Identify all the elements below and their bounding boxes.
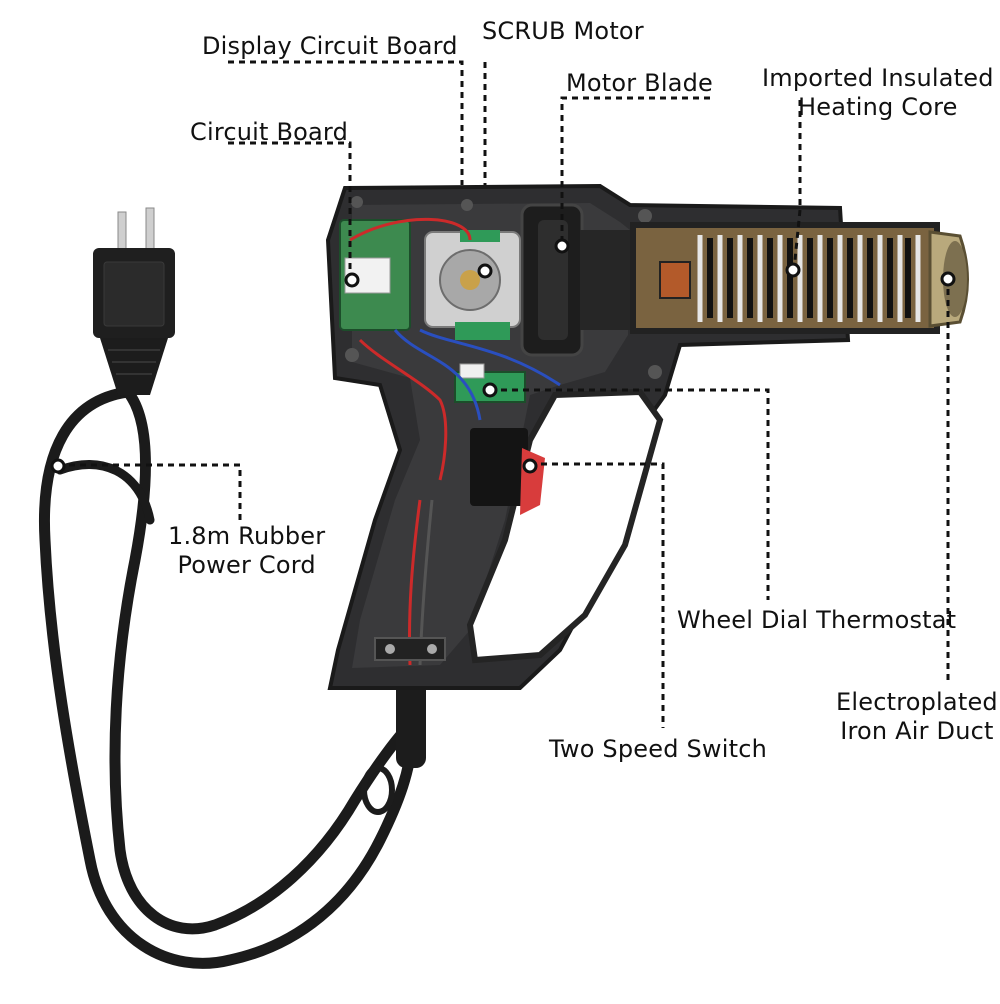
label-power-cord-line2: Power Cord xyxy=(177,551,316,579)
dot-power-cord xyxy=(50,458,66,474)
label-power-cord-line1: 1.8m Rubber xyxy=(168,522,326,550)
leader-thermostat xyxy=(490,388,770,600)
leader-motor-blade xyxy=(560,96,710,245)
label-heating-core-line2: Heating Core xyxy=(798,93,958,121)
two-speed-switch xyxy=(470,428,545,515)
heating-core xyxy=(630,222,940,334)
leader-speed-switch xyxy=(530,462,665,728)
label-thermostat: Wheel Dial Thermostat xyxy=(677,606,957,634)
label-scrub-motor: SCRUB Motor xyxy=(482,17,644,45)
label-circuit-board: Circuit Board xyxy=(190,118,349,146)
dot-air-duct xyxy=(940,271,956,287)
cord-clamp xyxy=(374,637,446,661)
label-display-circuit-board: Display Circuit Board xyxy=(202,32,458,60)
dot-scrub-motor xyxy=(477,263,493,279)
dot-speed-switch xyxy=(522,458,538,474)
leader-lines xyxy=(58,60,950,728)
dot-circuit-board xyxy=(344,272,360,288)
label-power-cord: 1.8m Rubber Power Cord xyxy=(168,522,325,580)
leader-power-cord xyxy=(58,463,242,525)
label-heating-core-line1: Imported Insulated xyxy=(762,64,994,92)
dot-thermostat xyxy=(482,382,498,398)
label-air-duct: Electroplated Iron Air Duct xyxy=(836,688,998,746)
cord-strain-relief xyxy=(361,668,426,815)
leader-dots xyxy=(50,238,956,474)
wires xyxy=(349,217,561,666)
label-heating-core: Imported Insulated Heating Core xyxy=(762,64,994,122)
scrub-motor xyxy=(424,230,521,340)
label-air-duct-line1: Electroplated xyxy=(836,688,998,716)
leader-heating-core xyxy=(792,100,802,271)
leader-circuit-board xyxy=(228,141,352,278)
label-air-duct-line2: Iron Air Duct xyxy=(840,717,994,745)
dot-motor-blade xyxy=(554,238,570,254)
label-motor-blade: Motor Blade xyxy=(566,69,714,97)
power-plug xyxy=(93,207,175,395)
leader-display-circuit-board xyxy=(228,60,464,185)
label-speed-switch: Two Speed Switch xyxy=(549,735,768,763)
dot-heating-core xyxy=(785,262,801,278)
